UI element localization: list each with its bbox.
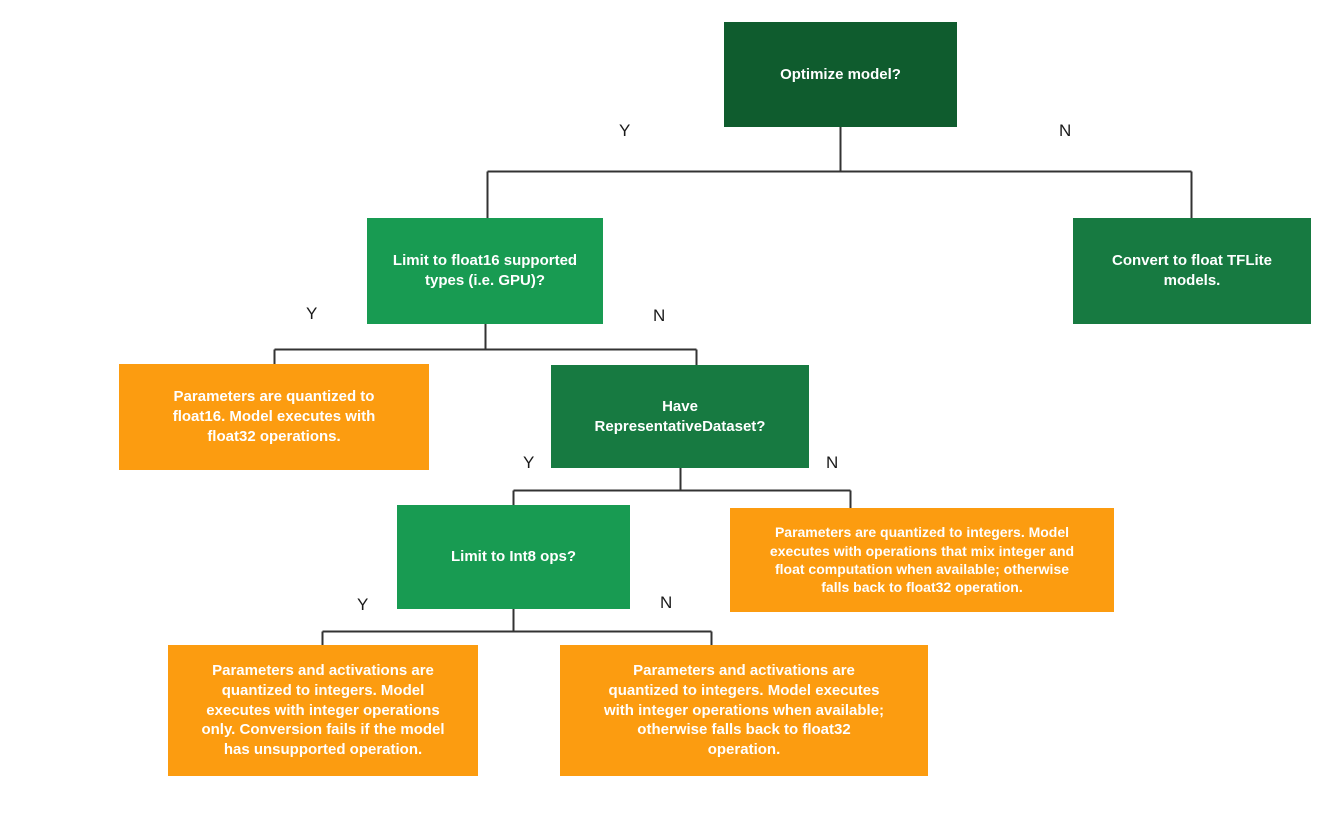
node-label: Parameters are quantized to float16. Mod… <box>172 388 376 445</box>
node-params-integer-only[interactable]: Parameters and activations are quantized… <box>168 645 478 776</box>
edge-label-int8-no: N <box>660 593 673 612</box>
edge-label-dataset-yes: Y <box>523 453 535 472</box>
edge-label-optimize-yes: Y <box>619 121 631 140</box>
node-label: Parameters and activations are quantized… <box>201 662 445 759</box>
node-params-integer-fallback[interactable]: Parameters and activations are quantized… <box>560 645 928 776</box>
edge-label-optimize-no: N <box>1059 121 1072 140</box>
node-limit-int8-ops[interactable]: Limit to Int8 ops? <box>397 505 630 609</box>
node-label: Convert to float TFLite models. <box>1112 252 1272 289</box>
edge-label-float16-yes: Y <box>306 304 318 323</box>
edge-label-int8-yes: Y <box>357 595 369 614</box>
node-label: Limit to float16 supported types (i.e. G… <box>392 252 578 289</box>
node-convert-float-tflite[interactable]: Convert to float TFLite models. <box>1073 218 1311 324</box>
node-params-mixed-integer[interactable]: Parameters are quantized to integers. Mo… <box>730 508 1114 612</box>
node-label: Have RepresentativeDataset? <box>594 397 766 435</box>
node-limit-float16[interactable]: Limit to float16 supported types (i.e. G… <box>367 218 603 324</box>
node-label: Parameters and activations are quantized… <box>603 662 885 759</box>
node-optimize-model[interactable]: Optimize model? <box>724 22 957 127</box>
node-have-representative-dataset[interactable]: Have RepresentativeDataset? <box>551 365 809 468</box>
edge-label-dataset-no: N <box>826 453 839 472</box>
node-label: Limit to Int8 ops? <box>451 548 576 566</box>
node-params-float16[interactable]: Parameters are quantized to float16. Mod… <box>119 364 429 470</box>
edge-label-float16-no: N <box>653 306 666 325</box>
node-label: Parameters are quantized to integers. Mo… <box>769 524 1075 596</box>
node-label: Optimize model? <box>780 65 901 83</box>
